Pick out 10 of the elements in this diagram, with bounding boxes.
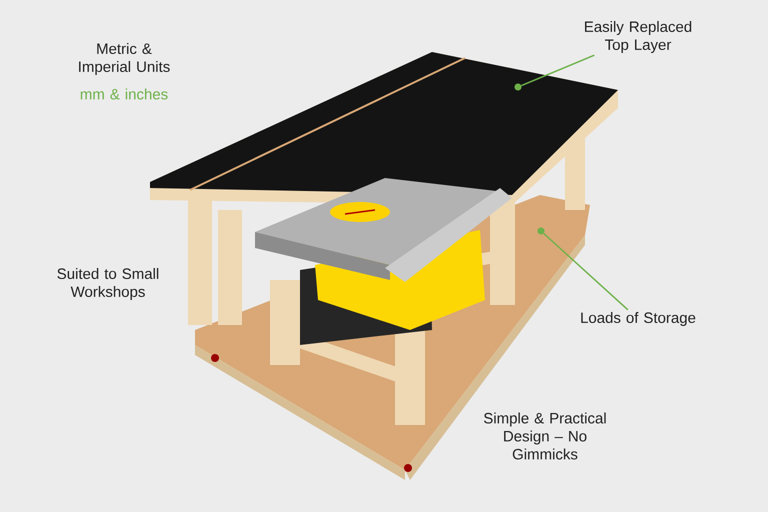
callout-text: mm & inches bbox=[80, 88, 168, 100]
leader-line bbox=[543, 232, 628, 310]
callout-text: Easily Replaced Top Layer bbox=[585, 21, 692, 53]
leader-dot bbox=[514, 84, 522, 90]
leader-line bbox=[521, 54, 595, 86]
callout-text: Metric & Imperial Units bbox=[79, 43, 170, 75]
leader-dot bbox=[538, 228, 544, 234]
callout-text: Suited to Small Workshops bbox=[57, 268, 158, 300]
callout-text: Simple & Practical Design – No Gimmicks bbox=[484, 412, 606, 460]
callout-text: Loads of Storage bbox=[581, 312, 696, 326]
